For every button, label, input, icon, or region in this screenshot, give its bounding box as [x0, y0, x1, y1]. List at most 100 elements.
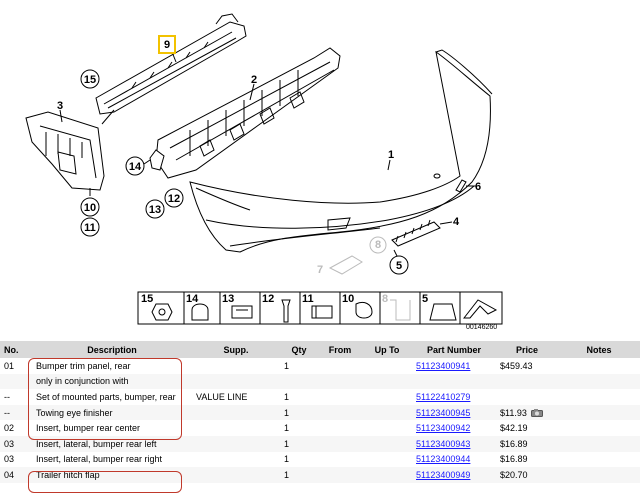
col-header-upto[interactable]: Up To: [362, 341, 412, 358]
part-number-link[interactable]: 51123400942: [412, 420, 496, 436]
expanding-rivet-icon: [355, 301, 373, 319]
part-number-link[interactable]: 51122410279: [412, 389, 496, 405]
svg-text:11: 11: [84, 222, 96, 234]
col-header-notes[interactable]: Notes: [558, 341, 640, 358]
cell-description: Trailer hitch flap: [32, 467, 192, 483]
cell-price: $42.19: [496, 420, 558, 436]
svg-text:9: 9: [164, 39, 170, 51]
cell-from: [318, 435, 362, 452]
cell-upto: [362, 389, 412, 405]
svg-text:5: 5: [396, 260, 402, 272]
parts-table: No. Description Supp. Qty From Up To Par…: [0, 341, 640, 483]
col-header-no[interactable]: No.: [0, 341, 32, 358]
callout-7[interactable]: 7: [317, 264, 323, 276]
cell-upto: [362, 373, 412, 390]
cell-price: [496, 373, 558, 390]
cell-qty: 1: [280, 389, 318, 405]
part-number-link[interactable]: 51123400949: [412, 467, 496, 483]
cell-description: Insert, lateral, bumper rear left: [32, 435, 192, 452]
col-header-description[interactable]: Description: [32, 341, 192, 358]
part-9-carrier[interactable]: [95, 13, 247, 115]
callout-3[interactable]: 3: [57, 100, 63, 112]
cell-price: [496, 389, 558, 405]
col-header-part-number[interactable]: Part Number: [412, 341, 496, 358]
part-7-bracket[interactable]: [328, 255, 363, 275]
callout-15[interactable]: 15: [80, 69, 100, 89]
cell-qty: 1: [280, 467, 318, 483]
legend-label-10: 10: [342, 293, 354, 305]
callout-6[interactable]: 6: [475, 181, 481, 193]
svg-text:8: 8: [375, 239, 381, 251]
part-3-bracket[interactable]: [25, 111, 105, 191]
camera-icon[interactable]: [530, 409, 543, 418]
cell-description: Set of mounted parts, bumper, rear: [32, 389, 192, 405]
callout-11[interactable]: 11: [80, 217, 100, 237]
part-4-flap[interactable]: [391, 219, 441, 247]
legend-label-11: 11: [302, 293, 314, 305]
svg-text:2: 2: [251, 74, 257, 86]
cell-supp: VALUE LINE: [192, 389, 280, 405]
col-header-price[interactable]: Price: [496, 341, 558, 358]
col-header-supp[interactable]: Supp.: [192, 341, 280, 358]
part-6-cap[interactable]: [455, 179, 467, 193]
svg-text:7: 7: [317, 264, 323, 276]
table-header-row: No. Description Supp. Qty From Up To Par…: [0, 341, 640, 358]
svg-text:12: 12: [168, 193, 180, 205]
cell-notes: [558, 467, 640, 483]
callout-2[interactable]: 2: [251, 74, 257, 86]
cell-from: [318, 420, 362, 436]
cell-from: [318, 451, 362, 468]
cell-notes: [558, 358, 640, 374]
part-number-link[interactable]: 51123400941: [412, 358, 496, 374]
cell-description: Insert, lateral, bumper rear right: [32, 451, 192, 468]
cell-price: $11.93: [496, 404, 558, 421]
grommet-icon: [429, 303, 457, 321]
cell-qty: 1: [280, 358, 318, 374]
screw-icon: [281, 299, 291, 323]
callout-4[interactable]: 4: [453, 216, 460, 228]
part-8-clip[interactable]: [369, 236, 387, 254]
cell-supp: [192, 435, 280, 452]
cell-no: 01: [0, 358, 32, 374]
part-number-link[interactable]: 51123400945: [412, 404, 496, 421]
cell-from: [318, 373, 362, 390]
cell-no: 03: [0, 451, 32, 468]
callout-9[interactable]: 9: [158, 35, 176, 54]
cell-supp: [192, 420, 280, 436]
cell-notes: [558, 420, 640, 436]
part-14-fastener[interactable]: [149, 149, 165, 171]
col-header-from[interactable]: From: [318, 341, 362, 358]
part-1-bumper-trim[interactable]: [189, 49, 493, 253]
callout-10[interactable]: 10: [80, 197, 100, 217]
cell-supp: [192, 451, 280, 468]
cell-no: 03: [0, 435, 32, 452]
table-row[interactable]: only in conjunction with: [0, 373, 640, 390]
cell-notes: [558, 389, 640, 405]
cell-notes: [558, 435, 640, 452]
callout-1[interactable]: 1: [388, 149, 394, 161]
callout-13[interactable]: 13: [145, 199, 165, 219]
callout-12[interactable]: 12: [164, 188, 184, 208]
cell-description: Towing eye finisher: [32, 404, 192, 421]
legend-label-15: 15: [141, 293, 153, 305]
callout-8[interactable]: 8: [375, 239, 381, 251]
callout-5[interactable]: 5: [389, 255, 409, 275]
cell-no: --: [0, 389, 32, 405]
part-number-link[interactable]: 51123400944: [412, 451, 496, 468]
legend-label-13: 13: [222, 293, 234, 305]
part-number-link[interactable]: 51123400943: [412, 435, 496, 452]
cell-notes: [558, 404, 640, 421]
callout-14[interactable]: 14: [125, 156, 145, 176]
cell-part-number: [412, 373, 496, 390]
cell-price: $459.43: [496, 358, 558, 374]
cell-supp: [192, 467, 280, 483]
col-header-qty[interactable]: Qty: [280, 341, 318, 358]
cell-no: 02: [0, 420, 32, 436]
